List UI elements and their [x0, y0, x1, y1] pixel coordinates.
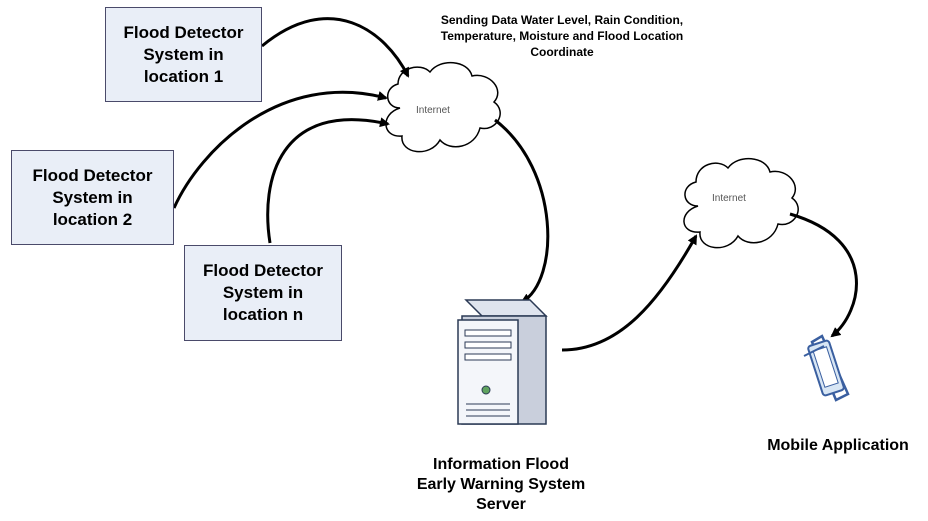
internet-cloud-2: Internet	[683, 158, 799, 249]
box-2-line1: Flood Detector	[32, 165, 153, 185]
arrow-location1-to-internet	[261, 17, 410, 78]
arrow-server-to-internet	[561, 234, 698, 352]
data-caption: Sending Data Water Level, Rain Condition…	[392, 12, 732, 60]
box-n-line3: location n	[222, 305, 304, 324]
arrow-locationn-to-internet	[266, 117, 390, 244]
cloud-1-label: Internet	[416, 105, 450, 116]
server-label-line2: Early Warning System	[416, 476, 586, 493]
flood-detector-box-location-1: Flood Detector System in location 1	[105, 7, 262, 102]
box-n-line1: Flood Detector	[203, 261, 323, 280]
mobile-application-label: Mobile Application	[767, 437, 909, 454]
caption-line3: Coordinate	[530, 45, 594, 59]
box-2-line3: location 2	[52, 209, 133, 229]
box-1-line2: System in	[143, 44, 224, 64]
caption-line2: Temperature, Moisture and Flood Location	[440, 29, 684, 43]
server-label-line1: Information Flood	[433, 456, 569, 473]
internet-cloud-1: Internet	[385, 62, 501, 153]
box-n-line2: System in	[222, 283, 304, 302]
box-1-line3: location 1	[143, 66, 224, 86]
cloud-2-label: Internet	[712, 193, 746, 204]
server-label-line3: Server	[476, 496, 526, 513]
caption-line1: Sending Data Water Level, Rain Condition…	[440, 13, 684, 27]
arrow-location2-to-internet	[172, 90, 388, 209]
box-1-line1: Flood Detector	[123, 22, 244, 42]
mobile-device-icon	[803, 334, 850, 402]
server-icon	[457, 299, 548, 425]
box-2-line2: System in	[52, 187, 133, 207]
flood-detector-box-location-2: Flood Detector System in location 2	[11, 150, 174, 245]
flood-detector-box-location-n: Flood Detector System in location n	[184, 245, 342, 341]
arrow-internet-to-mobile	[789, 212, 858, 338]
server-label: Information Flood Early Warning System S…	[395, 455, 607, 515]
arrow-internet-to-server	[494, 118, 550, 304]
